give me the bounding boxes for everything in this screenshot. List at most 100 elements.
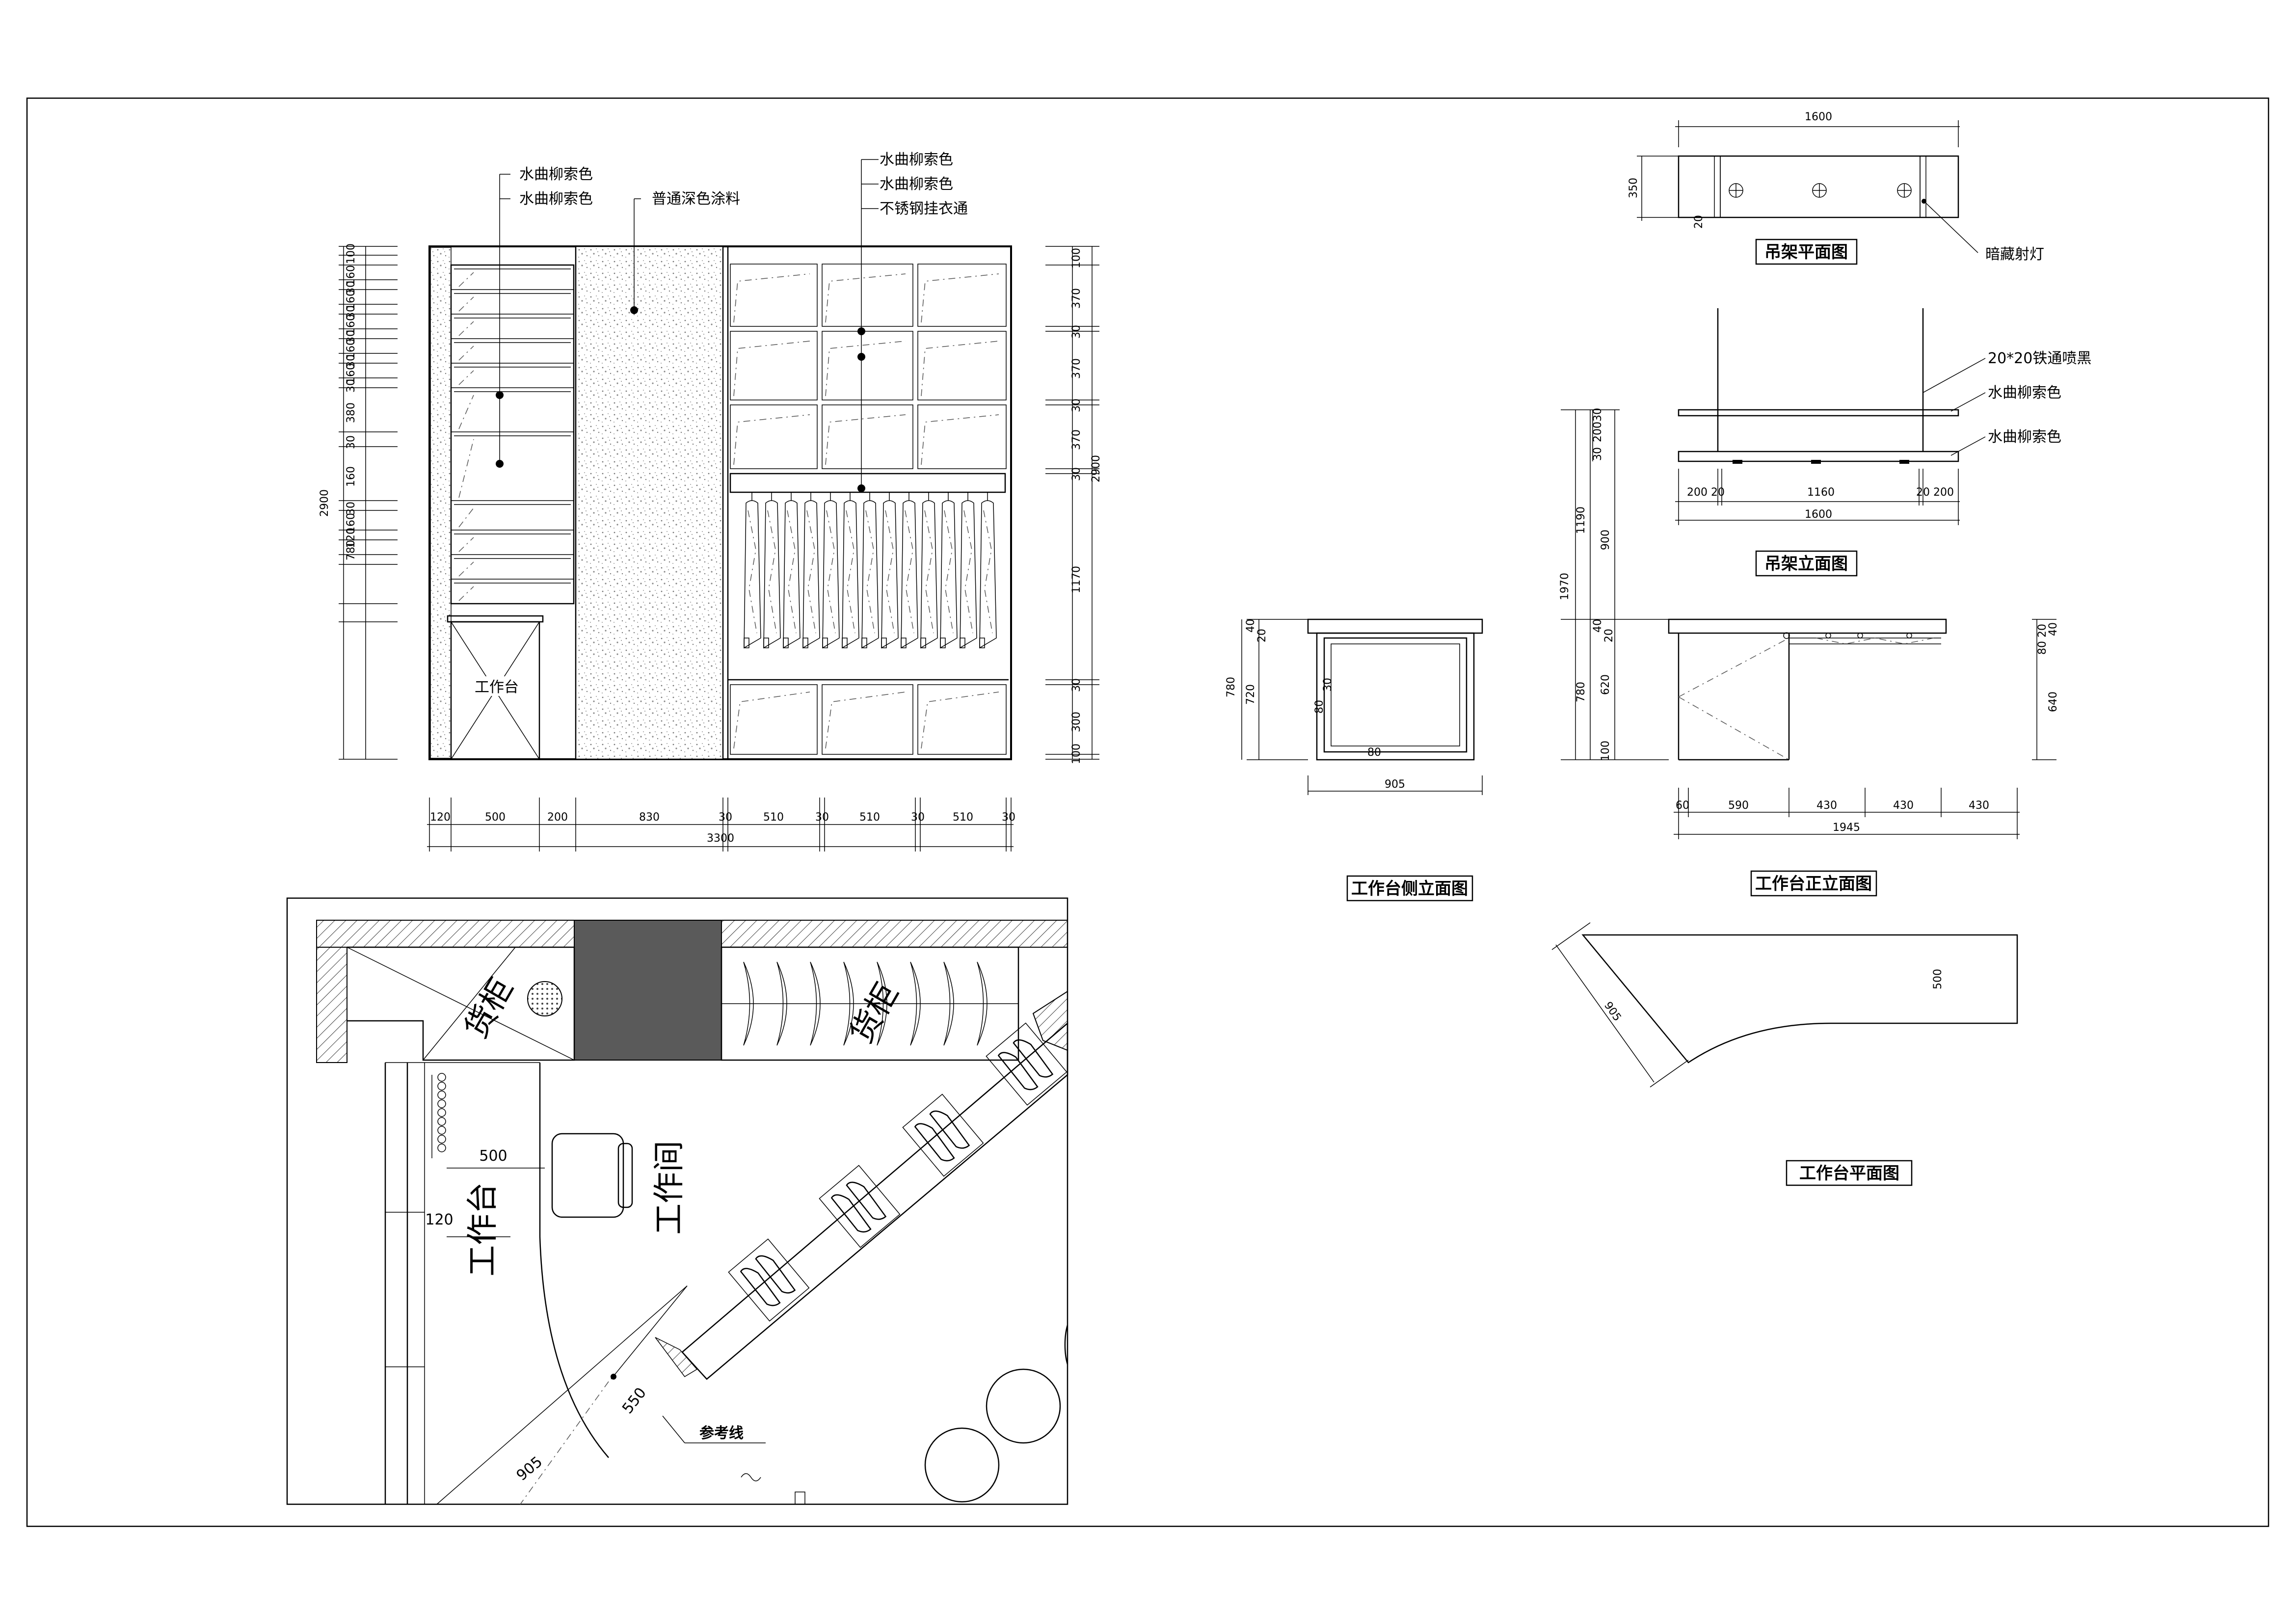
rack-plan-width: 1600 — [1805, 111, 1832, 123]
plan-dim-120: 120 — [425, 1211, 453, 1228]
desk-front-dim: 620 — [1600, 674, 1612, 695]
floor-plan: 货柜 货柜 500 120 工作间 工作台 — [286, 897, 1068, 1505]
shoe-display — [986, 1022, 1068, 1106]
plan-cabinet-right: 货柜 — [843, 977, 906, 1050]
note-right-1: 水曲柳索色 — [880, 151, 953, 168]
rack-plan-depth: 350 — [1628, 178, 1640, 198]
dim-value: 780 — [345, 540, 357, 560]
desk-side-inner: 80 — [1367, 746, 1381, 759]
rack-elev-total: 1600 — [1805, 508, 1832, 521]
desk-front-bottom-dim: 60 — [1676, 799, 1689, 812]
note-left-1: 水曲柳索色 — [519, 166, 593, 183]
left-total-dim: 2900 — [319, 489, 331, 517]
rack-elev-dim: 20 — [1916, 486, 1930, 499]
dim-value: 300 — [1070, 712, 1083, 732]
plan-frame — [286, 897, 1068, 1505]
desk-front-title: 工作台正立面图 — [1755, 874, 1872, 894]
dim-value: 30 — [345, 502, 357, 515]
dim-value: 30 — [1070, 325, 1083, 339]
rack-elev-note-2: 水曲柳索色 — [1988, 384, 2061, 401]
plan-hangers — [743, 961, 988, 1046]
desk-front-right-dim: 20 — [2036, 624, 2049, 638]
desk-front-bottom-dim: 430 — [1816, 799, 1837, 812]
right-total-dim: 2900 — [1090, 455, 1102, 482]
dim-value: 200 — [547, 811, 568, 824]
dim-value: 100 — [1070, 744, 1083, 764]
dim-value: 370 — [1070, 429, 1083, 450]
dim-value: 30 — [1070, 399, 1083, 412]
dim-value: 510 — [953, 811, 973, 824]
desk-front-bottom-dim: 590 — [1728, 799, 1749, 812]
stool — [986, 1368, 1061, 1444]
dim-value: 120 — [430, 811, 451, 824]
dark-block — [574, 920, 722, 1061]
shoe-display — [819, 1165, 901, 1248]
dim-value: 30 — [1070, 467, 1083, 481]
hanging-rail — [729, 473, 1006, 493]
desk-front-bottom-dim: 430 — [1893, 799, 1914, 812]
stone-column — [575, 245, 724, 760]
rack-elev-dim: 20 — [1711, 486, 1725, 499]
wall-elevation: 工作台 水曲柳索色 水曲柳索色 普通深色涂料 水曲柳索色 水曲柳索色 不锈钢挂衣… — [319, 151, 1102, 852]
dim-value: 30 — [1002, 811, 1015, 824]
desk-front-total-outer: 1970 — [1559, 573, 1571, 600]
desk-side-elevation: 780 40 20 720 30 80 80 905 工作台侧立面图 — [1225, 618, 1483, 902]
rack-plan: 1600 350 20 暗藏射灯 吊架平面图 — [1628, 111, 2044, 265]
sheet-border — [26, 97, 2269, 1527]
dim-value: 120 — [345, 528, 357, 548]
plan-dim-500: 500 — [479, 1147, 507, 1165]
desk-front-total: 780 — [1575, 682, 1587, 702]
note-left-2: 水曲柳索色 — [519, 190, 593, 208]
rack-elevation: 20*20铁通喷黑 水曲柳索色 水曲柳索色 200 20 1160 20 200… — [1592, 308, 2091, 577]
dim-value: 30 — [815, 811, 829, 824]
desk-elevation: 工作台 — [447, 615, 544, 760]
plan-desk: 工作台 — [465, 1182, 501, 1277]
stone-strip-left — [430, 247, 452, 759]
dim-value: 100 — [1070, 248, 1083, 268]
rack-elev-left-dim: 200 — [1592, 422, 1604, 442]
dim-value: 160 — [345, 265, 357, 286]
dim-value: 1170 — [1070, 566, 1083, 593]
rack-elev-dim: 1160 — [1807, 486, 1835, 499]
bottom-total-dim: 3300 — [707, 832, 734, 845]
dim-value: 30 — [345, 435, 357, 449]
rack-elev-left-dim: 30 — [1592, 447, 1604, 461]
dim-value: 160 — [345, 290, 357, 310]
right-compartments — [727, 246, 1009, 759]
note-right-2: 水曲柳索色 — [880, 176, 953, 193]
plan-room: 工作间 — [651, 1141, 688, 1235]
dim-value: 30 — [345, 354, 357, 368]
dim-value: 30 — [345, 281, 357, 294]
desk-plan-905: 905 — [1602, 1000, 1624, 1024]
chair — [551, 1133, 624, 1218]
desk-front-dim: 900 — [1600, 530, 1612, 550]
desk-front-right-dim: 80 — [2036, 641, 2049, 655]
desk-front-elevation: 1970 1190 900 40 20 620 100 780 20 80 40… — [1559, 409, 2059, 897]
dim-value: 160 — [345, 466, 357, 487]
desk-plan-500: 500 — [1932, 969, 1944, 989]
spotlight-icon — [1897, 183, 1912, 198]
note-right-3: 不锈钢挂衣通 — [880, 200, 968, 217]
dim-value: 30 — [345, 379, 357, 393]
desk-front-right-dim: 40 — [2047, 622, 2059, 636]
plan-cabinet-left: 货柜 — [458, 972, 521, 1045]
desk-side-dim: 20 — [1256, 629, 1268, 642]
desk-front-bottom-dim: 430 — [1969, 799, 1989, 812]
hanging-garments — [744, 492, 997, 649]
dim-value: 370 — [1070, 358, 1083, 379]
left-dimension-chain: 1001603016030160301603016030380301603016… — [339, 243, 398, 760]
dim-value: 830 — [639, 811, 660, 824]
desk-front-bottom-total: 1945 — [1833, 822, 1860, 834]
dim-value: 510 — [859, 811, 880, 824]
desk-plan-title: 工作台平面图 — [1799, 1164, 1899, 1183]
dim-value: 500 — [485, 811, 506, 824]
rack-elev-dim: 200 — [1933, 486, 1954, 499]
left-shelves — [451, 265, 574, 604]
desk-side-title: 工作台侧立面图 — [1351, 879, 1468, 899]
plan-ring-chain — [431, 1073, 446, 1158]
dim-value: 380 — [345, 402, 357, 423]
left-shelf-column — [450, 264, 575, 605]
